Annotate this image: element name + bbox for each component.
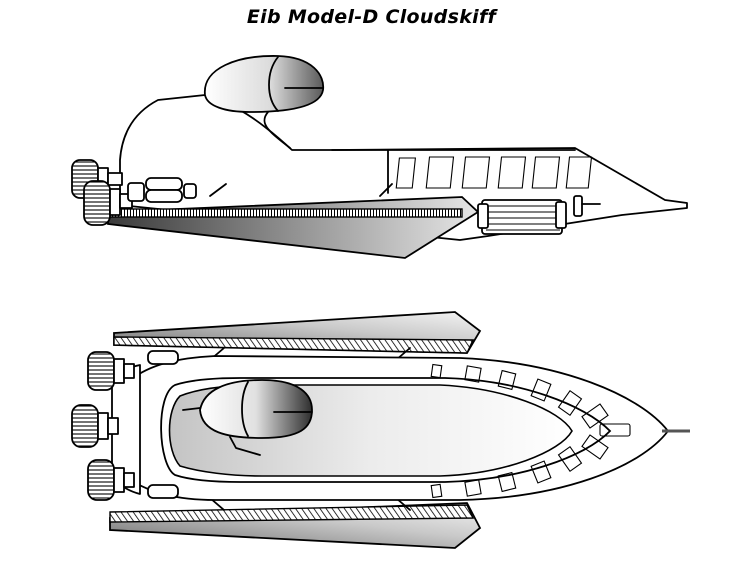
top-engine-2 bbox=[71, 404, 119, 448]
top-engine-1 bbox=[87, 350, 179, 391]
diagram-title: Eib Model-D Cloudskiff bbox=[246, 6, 497, 28]
hull-panels-lower bbox=[430, 434, 609, 499]
hull-panels-upper bbox=[430, 363, 631, 437]
side-ribbed-rail bbox=[109, 208, 463, 218]
side-repulsor bbox=[477, 195, 601, 235]
top-view bbox=[71, 311, 690, 549]
top-wing-upper bbox=[113, 311, 482, 354]
top-wing-lower bbox=[109, 502, 482, 549]
top-canopy bbox=[199, 379, 313, 439]
side-tanks bbox=[127, 177, 197, 203]
side-canopy bbox=[204, 55, 325, 113]
side-view bbox=[71, 55, 688, 259]
top-engine-3 bbox=[87, 459, 179, 501]
side-window-panels bbox=[395, 156, 593, 189]
